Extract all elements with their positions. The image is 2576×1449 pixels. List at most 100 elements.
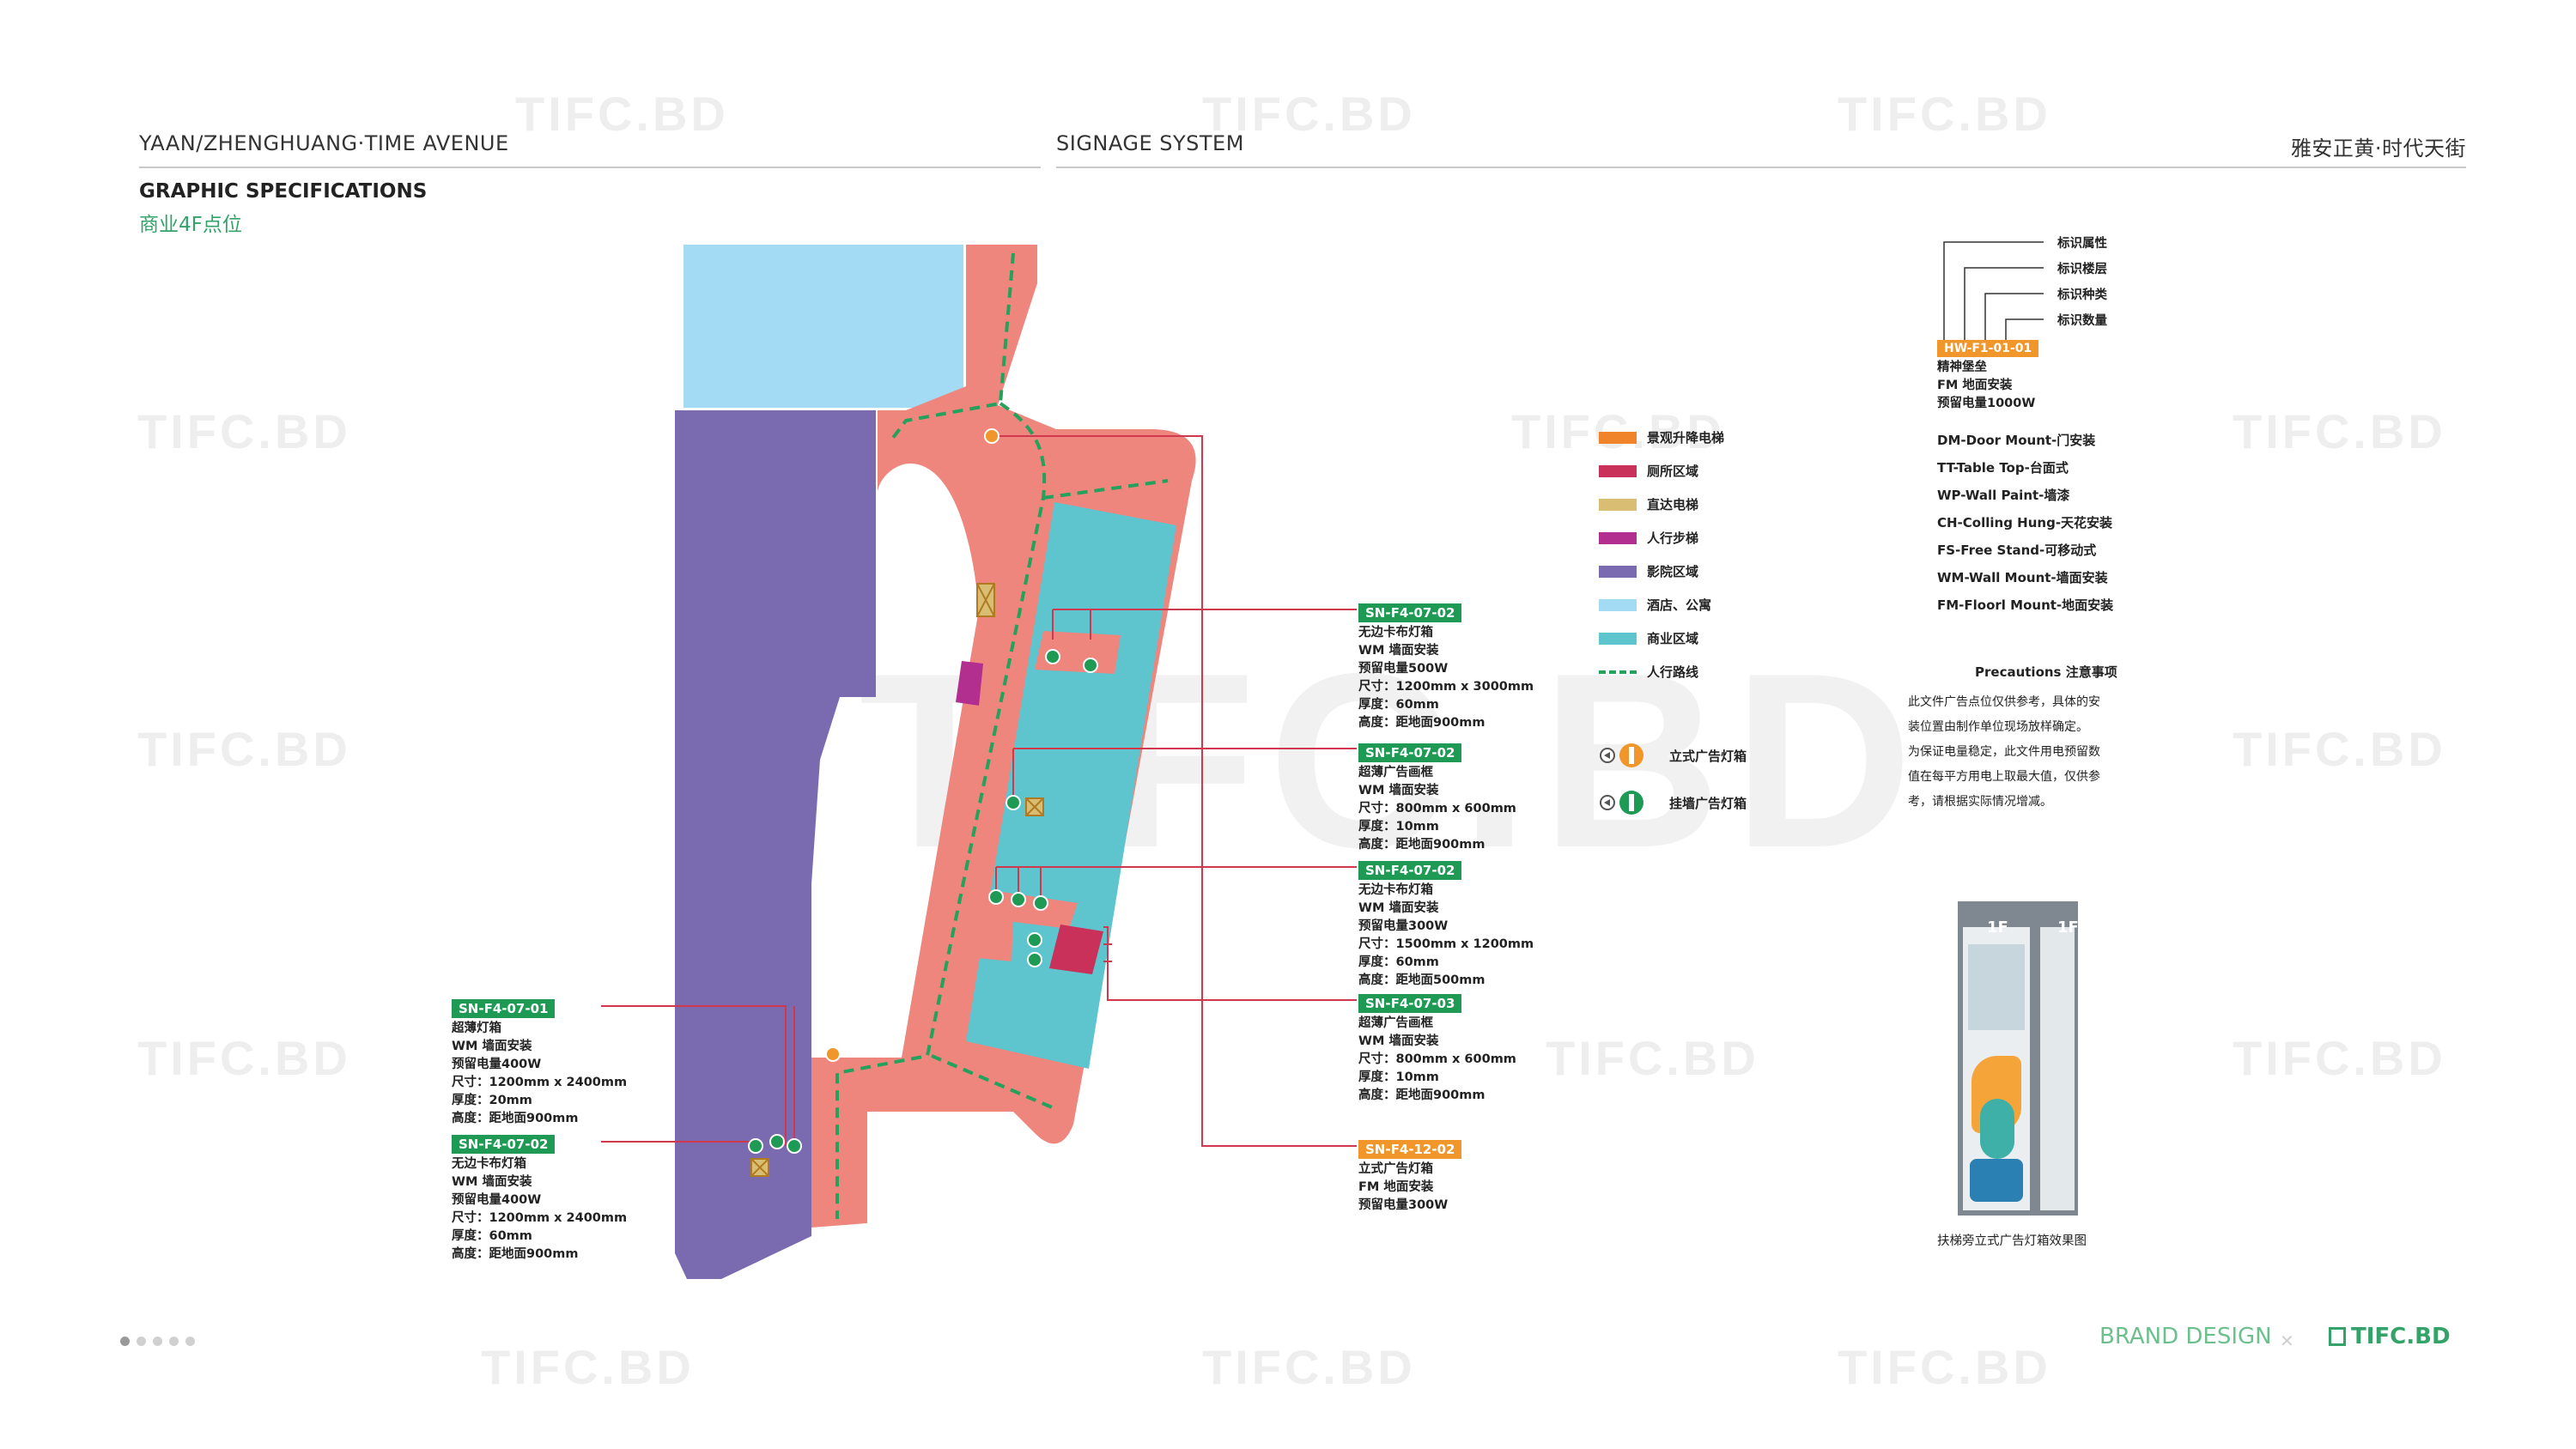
elevator-marker xyxy=(1025,797,1044,816)
spec-line: 厚度：20mm xyxy=(452,1094,532,1107)
legend-swatch xyxy=(1599,531,1637,544)
walking-route xyxy=(1042,479,1169,500)
elevator-marker xyxy=(976,583,995,617)
spec-line: WM 墙面安装 xyxy=(1358,901,1439,915)
floor-sign-text: 1F xyxy=(1987,919,2008,937)
precaution-line: 值在每平方用电上取最大值，仅供参 xyxy=(1908,770,2100,784)
project-title: YAAN/ZHENGHUANG·TIME AVENUE xyxy=(139,131,509,155)
standing-sign-marker xyxy=(825,428,999,1062)
legend-item: 厕所区域 xyxy=(1599,462,1698,480)
spec-line: 尺寸：1200mm x 2400mm xyxy=(452,1211,628,1225)
mount-type-item: WM-Wall Mount-墙面安装 xyxy=(1937,570,2108,585)
spec-line: 超薄广告画框 xyxy=(1358,766,1433,779)
spec-line: 预留电量500W xyxy=(1358,662,1449,676)
spec-line: 精神堡垒 xyxy=(1937,361,1987,374)
spec-line: 预留电量400W xyxy=(452,1193,542,1207)
legend-item: 影院区域 xyxy=(1599,562,1698,580)
sign-spec: 无边卡布灯箱 WM 墙面安装 预留电量400W 尺寸：1200mm x 2400… xyxy=(452,1155,627,1264)
mount-type-item: WP-Wall Paint-墙漆 xyxy=(1937,488,2070,503)
legend-item: 人行路线 xyxy=(1599,663,1698,681)
legend-label: 人行步梯 xyxy=(1647,530,1699,546)
hotel-area xyxy=(683,245,963,408)
leader-lines xyxy=(601,435,1357,1147)
spec-line: 厚度：60mm xyxy=(1358,955,1439,969)
spec-line: 预留电量300W xyxy=(1358,919,1449,933)
watermark: TIFC.BD xyxy=(1546,1031,1759,1085)
legend-label: 景观升降电梯 xyxy=(1647,430,1725,446)
legend-swatch xyxy=(1599,632,1637,645)
spec-line: 尺寸：800mm x 600mm xyxy=(1358,802,1516,815)
watermark: TIFC.BD xyxy=(137,722,351,776)
cinema-area xyxy=(675,410,876,1279)
floor-title: 商业4F点位 xyxy=(139,214,242,236)
walking-route xyxy=(931,1054,1053,1109)
watermark: TIFC.BD xyxy=(1838,87,2051,141)
watermark: TIFC.BD xyxy=(1202,87,1416,141)
footer-logo: TIFC.BD xyxy=(2329,1324,2451,1349)
watermark: TIFC.BD xyxy=(2233,722,2446,776)
page-dot[interactable] xyxy=(169,1337,179,1346)
legend-label: 影院区域 xyxy=(1647,564,1699,579)
page-dot[interactable] xyxy=(153,1337,162,1346)
legend-label: 直达电梯 xyxy=(1647,497,1699,512)
legend-route-dash xyxy=(1599,670,1637,674)
spec-line: 超薄广告画框 xyxy=(1358,1016,1433,1030)
spec-line: 立式广告灯箱 xyxy=(1358,1162,1433,1176)
sign-code-tag: SN-F4-07-02 xyxy=(1358,603,1462,622)
logo-icon xyxy=(2329,1327,2346,1346)
legend-item: 商业区域 xyxy=(1599,629,1698,647)
logo-text: TIFC.BD xyxy=(2351,1324,2451,1349)
legend-item: 景观升降电梯 xyxy=(1599,428,1724,446)
mount-type-item: TT-Table Top-台面式 xyxy=(1937,460,2069,476)
precautions-text: 此文件广告点位仅供参考，具体的安 装位置由制作单位现场放样确定。 为保证电量稳定… xyxy=(1908,690,2100,815)
system-title: SIGNAGE SYSTEM xyxy=(1056,131,1244,155)
commercial-area xyxy=(966,502,1176,1069)
mount-type-item: CH-Colling Hung-天花安装 xyxy=(1937,515,2113,530)
code-key-label: 标识楼层 xyxy=(2057,263,2107,276)
spec-line: 无边卡布灯箱 xyxy=(452,1157,526,1171)
page-dot[interactable] xyxy=(137,1337,146,1346)
spec-line: 预留电量1000W xyxy=(1937,397,2036,410)
spec-line: FM 地面安装 xyxy=(1358,1180,1434,1194)
lightbox-graphic xyxy=(1980,1099,2014,1159)
watermark: TIFC.BD xyxy=(515,87,729,141)
wall-sign-marker xyxy=(1045,649,1098,673)
walking-route xyxy=(891,252,1015,440)
page-dot[interactable] xyxy=(120,1337,130,1346)
corridor-island xyxy=(969,917,1013,961)
page-dot[interactable] xyxy=(185,1337,195,1346)
header-rule-right xyxy=(1056,167,2466,168)
spec-line: WM 墙面安装 xyxy=(1358,1034,1439,1048)
precaution-line: 装位置由制作单位现场放样确定。 xyxy=(1908,720,2088,734)
mount-type-item: FM-Floorl Mount-地面安装 xyxy=(1937,597,2114,613)
code-key-label: 标识种类 xyxy=(2057,288,2107,302)
sign-code-tag: SN-F4-07-02 xyxy=(1358,861,1462,880)
floor-sign-text: 1F xyxy=(2057,919,2078,937)
separator-icon: ✕ xyxy=(2280,1331,2294,1351)
spec-line: WM 墙面安装 xyxy=(452,1040,532,1053)
watermark: TIFC.BD xyxy=(1838,1340,2051,1394)
spec-line: 高度：距地面900mm xyxy=(1358,1088,1485,1102)
spec-line: 厚度：10mm xyxy=(1358,820,1439,834)
watermark: TIFC.BD xyxy=(2233,404,2446,458)
watermark: TIFC.BD xyxy=(1202,1340,1416,1394)
legend-label: 挂墙广告灯箱 xyxy=(1669,795,1747,811)
sign-spec: 超薄灯箱 WM 墙面安装 预留电量400W 尺寸：1200mm x 2400mm… xyxy=(452,1020,627,1128)
elevator-marker xyxy=(750,1158,769,1177)
legend-swatch xyxy=(1599,598,1637,611)
code-key-label: 标识数量 xyxy=(2057,314,2107,328)
watermark: TIFC.BD xyxy=(2233,1031,2446,1085)
sign-spec: 超薄广告画框 WM 墙面安装 尺寸：800mm x 600mm 厚度：10mm … xyxy=(1358,764,1516,854)
legend-label: 立式广告灯箱 xyxy=(1669,748,1747,764)
wall-sign-marker xyxy=(988,889,1048,967)
spec-line: 尺寸：800mm x 600mm xyxy=(1358,1052,1516,1066)
legend-item: 直达电梯 xyxy=(1599,495,1698,513)
spec-line: WM 墙面安装 xyxy=(1358,784,1439,797)
restroom-area xyxy=(1049,925,1103,974)
page-indicator[interactable] xyxy=(120,1333,202,1349)
spec-line: 高度：距地面900mm xyxy=(1358,838,1485,852)
sign-spec: 立式广告灯箱 FM 地面安装 预留电量300W xyxy=(1358,1161,1448,1215)
code-key-lines xyxy=(1943,241,2044,343)
spec-line: 高度：距地面900mm xyxy=(452,1112,579,1125)
